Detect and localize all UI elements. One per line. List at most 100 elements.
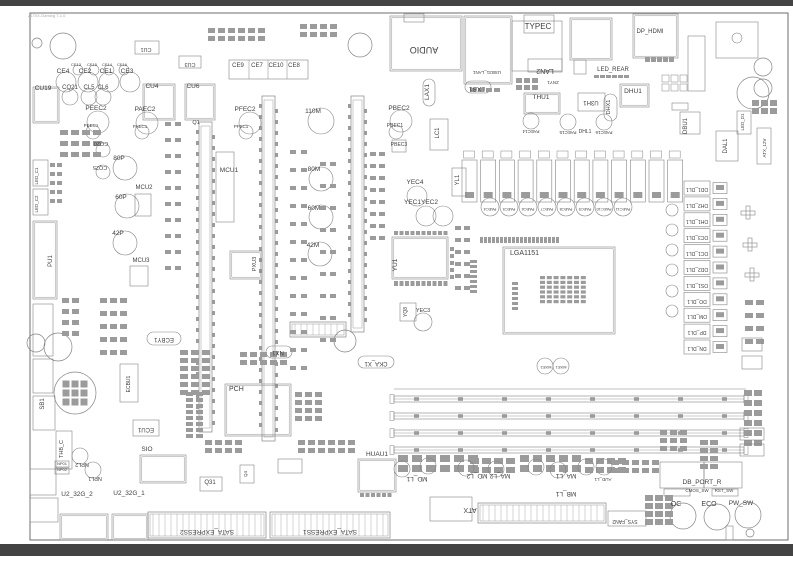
small-part <box>710 464 718 469</box>
small-part <box>546 276 552 280</box>
label-cka-x1: CKA_X1 <box>364 360 388 366</box>
small-part <box>165 250 171 254</box>
capacitor <box>594 197 614 217</box>
small-part <box>665 519 673 525</box>
small-part <box>305 392 312 397</box>
label-do-dl1: DO_DL1 <box>687 298 707 304</box>
small-part <box>191 350 199 355</box>
label-db-port-r: DB_PORT_R <box>683 479 722 486</box>
label-led-d1: LED_D1 <box>740 113 745 131</box>
dimm-key <box>590 414 595 418</box>
small-part <box>661 83 670 92</box>
component-body <box>663 488 691 497</box>
label-paec1: PAEC1 <box>133 124 148 129</box>
choke-pad <box>652 192 661 198</box>
mounting-hole <box>745 528 755 538</box>
capacitor <box>88 64 100 76</box>
small-part <box>202 350 210 355</box>
slot-tooth <box>364 241 367 245</box>
slot-tooth <box>348 291 351 295</box>
small-part <box>464 262 470 266</box>
small-part <box>328 440 335 445</box>
led-part <box>712 229 728 242</box>
small-part <box>398 455 408 462</box>
small-part <box>196 428 203 432</box>
dimm-key <box>458 414 463 418</box>
small-part <box>710 456 718 461</box>
component-body <box>715 21 759 59</box>
small-part <box>370 152 376 156</box>
viewer-bottom-bar <box>0 544 793 556</box>
small-part <box>574 295 579 299</box>
slot-tooth <box>259 258 262 262</box>
small-part <box>379 200 385 204</box>
small-part <box>320 162 326 166</box>
vrm-mosfet <box>612 150 625 159</box>
label-paec9: PAEC9 <box>578 207 592 212</box>
slot-tooth <box>275 120 278 124</box>
slot-tooth <box>275 219 278 223</box>
vrm-mosfet <box>519 150 531 159</box>
small-part <box>248 36 255 41</box>
small-part <box>110 311 117 316</box>
small-part <box>553 280 559 284</box>
slot-tooth <box>348 115 351 119</box>
oval-outline <box>603 93 618 122</box>
capacitor <box>238 124 254 140</box>
dimm-key <box>590 448 595 452</box>
slot-tooth <box>348 280 351 284</box>
small-part <box>71 141 79 146</box>
small-part <box>574 276 579 280</box>
led-label-box <box>683 339 711 355</box>
small-part <box>544 237 547 243</box>
slot-tooth <box>275 340 278 344</box>
small-part <box>196 434 203 438</box>
slot-tooth <box>275 285 278 289</box>
vrm-mosfet <box>631 150 644 159</box>
small-part <box>754 400 762 406</box>
dimm-key <box>634 397 639 401</box>
slot-tooth <box>212 333 215 337</box>
label-ma-l1: MA_L1 <box>555 472 576 479</box>
small-part <box>320 228 326 232</box>
small-part <box>536 237 539 243</box>
small-part <box>308 448 315 453</box>
slot-tooth <box>196 207 199 211</box>
small-part <box>186 410 193 414</box>
component-body <box>740 210 756 216</box>
component-body <box>687 35 706 92</box>
choke-pad <box>558 192 568 198</box>
small-part <box>670 438 677 443</box>
component-body <box>142 83 176 121</box>
small-part <box>580 300 586 304</box>
capacitor <box>552 357 570 375</box>
dimm-key <box>634 414 639 418</box>
small-part <box>330 162 336 166</box>
battery-hatch <box>62 389 70 397</box>
small-part <box>700 440 708 445</box>
small-part <box>290 150 296 154</box>
small-part <box>62 331 69 336</box>
choke-pad <box>483 192 493 198</box>
dimm-key <box>722 448 727 452</box>
dimm-key <box>722 414 727 418</box>
small-part <box>72 298 79 303</box>
label-cu3: CU3 <box>184 61 195 67</box>
small-part <box>290 294 296 298</box>
small-part <box>770 108 777 114</box>
slot-tooth <box>348 214 351 218</box>
viewer-top-bar <box>0 0 793 6</box>
connector-inner <box>479 504 605 522</box>
small-part <box>506 458 515 464</box>
small-part <box>607 467 615 473</box>
small-part <box>320 294 326 298</box>
small-part <box>348 440 355 445</box>
small-part <box>301 294 307 298</box>
small-part <box>379 188 385 192</box>
small-part <box>443 281 448 286</box>
slot-tooth <box>212 168 215 172</box>
small-part <box>320 272 326 276</box>
label-oc: OC <box>671 501 682 508</box>
small-part <box>290 222 296 226</box>
small-part <box>470 260 477 263</box>
